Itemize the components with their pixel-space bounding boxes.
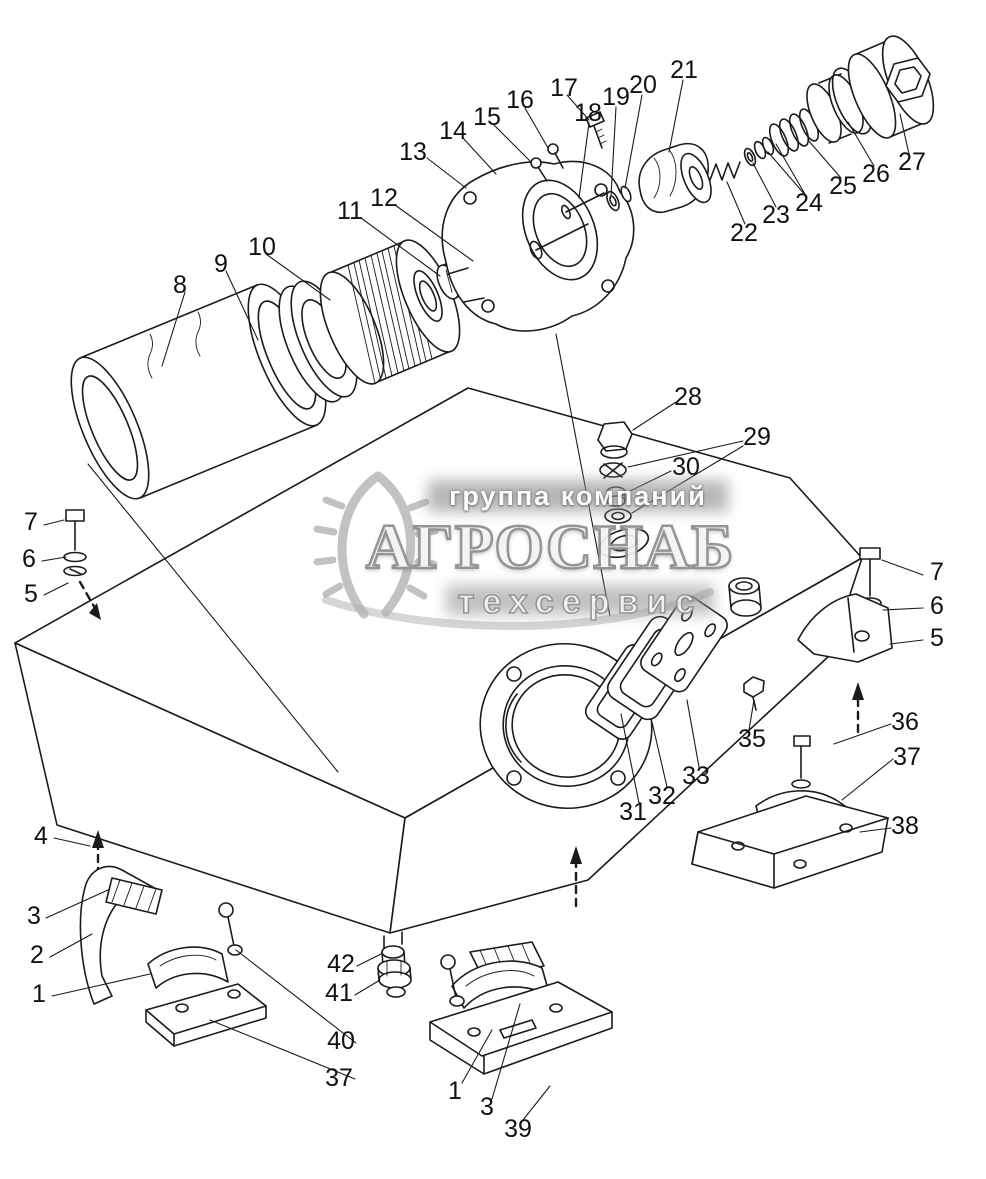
- callout-37-right: 37: [893, 743, 921, 771]
- part8-filter-housing: [70, 283, 327, 500]
- right-mount-assembly: [691, 735, 889, 889]
- callout-23: 23: [762, 201, 790, 229]
- callout-36: 36: [891, 708, 919, 736]
- part22-25-springs-washers: [709, 108, 820, 181]
- callout-41: 41: [325, 979, 353, 1007]
- right-bolt-and-bracket: [797, 547, 893, 663]
- callout-30: 30: [672, 453, 700, 481]
- callout-39: 39: [504, 1115, 532, 1143]
- callout-29: 29: [743, 423, 771, 451]
- projection-line-filter: [87, 463, 339, 773]
- callout-2: 2: [30, 941, 44, 969]
- callout-5-left: 5: [24, 580, 38, 608]
- part18-20-valve-parts: [560, 185, 632, 220]
- part15-17-screws: [530, 111, 607, 182]
- callout-37-bottom: 37: [325, 1064, 353, 1092]
- top-cylinder-fitting: [728, 577, 762, 617]
- callout-7-left: 7: [24, 508, 38, 536]
- callout-3-left: 3: [27, 902, 41, 930]
- callout-38: 38: [891, 812, 919, 840]
- callout-13: 13: [399, 138, 427, 166]
- callout-25: 25: [829, 172, 857, 200]
- callout-8: 8: [173, 271, 187, 299]
- callout-12: 12: [370, 184, 398, 212]
- callout-16: 16: [506, 86, 534, 114]
- callout-11: 11: [337, 197, 363, 225]
- callout-35: 35: [738, 725, 766, 753]
- callout-42: 42: [327, 950, 355, 978]
- callout-19: 19: [602, 83, 630, 111]
- callout-27: 27: [898, 148, 926, 176]
- callout-22: 22: [730, 219, 758, 247]
- callout-3-center: 3: [480, 1093, 494, 1121]
- callout-31: 31: [619, 798, 647, 826]
- callout-17: 17: [550, 74, 578, 102]
- callout-20: 20: [629, 71, 657, 99]
- callout-6-right: 6: [930, 592, 944, 620]
- callouts: 8 9 10 11 12 13 14 15 16 17 18 19 20 21 …: [22, 56, 944, 1143]
- callout-15: 15: [473, 103, 501, 131]
- callout-6-left: 6: [22, 545, 36, 573]
- callout-7-right: 7: [930, 558, 944, 586]
- drain-plug: [377, 931, 412, 998]
- part10-filter-element: [319, 239, 461, 385]
- callout-1-left: 1: [32, 980, 46, 1008]
- callout-32: 32: [648, 782, 676, 810]
- bolt-35: [743, 676, 765, 711]
- center-mount-assembly: [429, 941, 613, 1075]
- callout-40: 40: [327, 1027, 355, 1055]
- callout-28: 28: [674, 383, 702, 411]
- part27-end-cap: [847, 35, 935, 139]
- callout-10: 10: [248, 233, 276, 261]
- callout-9: 9: [214, 250, 228, 278]
- callout-5-right: 5: [930, 624, 944, 652]
- part21-seal-boot: [638, 143, 712, 214]
- left-mount-assembly: [79, 865, 267, 1047]
- callout-1-center: 1: [448, 1077, 462, 1105]
- projection-line-cover: [555, 333, 611, 617]
- callout-leader-lines: [41, 79, 924, 1121]
- callout-21: 21: [670, 56, 698, 84]
- part13-14-filter-cover: [441, 160, 635, 332]
- callout-18: 18: [574, 99, 602, 127]
- callout-4: 4: [34, 822, 48, 850]
- left-bolt-group: [63, 509, 101, 620]
- callout-14: 14: [439, 117, 467, 145]
- callout-24: 24: [795, 189, 823, 217]
- callout-33: 33: [682, 762, 710, 790]
- callout-26: 26: [862, 160, 890, 188]
